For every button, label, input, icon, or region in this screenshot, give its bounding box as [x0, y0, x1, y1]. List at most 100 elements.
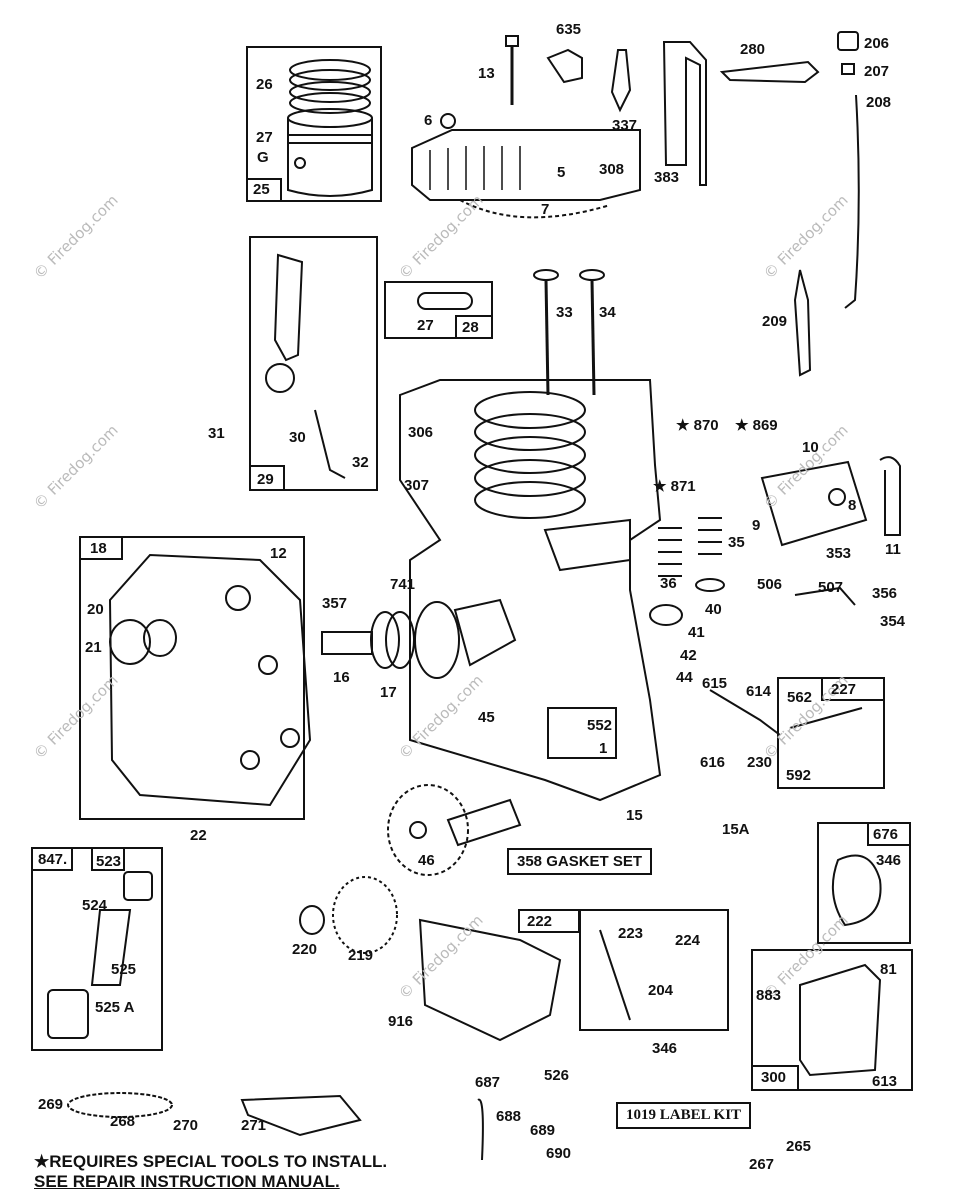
part-label-16: 16: [333, 669, 350, 686]
part-label-8: 8: [848, 497, 857, 514]
part-label-356: 356: [872, 585, 898, 602]
part-label-615: 615: [702, 675, 728, 692]
part-label-268: 268: [110, 1113, 136, 1130]
label-kit-label: 1019 LABEL KIT: [616, 1102, 752, 1129]
part-label-346a: 346: [876, 852, 902, 869]
wire-687: [477, 1098, 484, 1161]
gaskets: [67, 1092, 362, 1137]
part-label-223: 223: [618, 925, 644, 942]
part-label-21: 21: [85, 639, 102, 656]
part-label-300: 300: [761, 1069, 787, 1086]
piston-box-25: [246, 46, 382, 202]
valve-springs: [649, 517, 725, 626]
part-label-337: 337: [612, 117, 638, 134]
part-label-269: 269: [38, 1096, 64, 1113]
wrist-pin-box-28: [384, 281, 493, 339]
part-label-219: 219: [348, 947, 374, 964]
part-label-870: ★ 870: [676, 417, 719, 434]
part-label-9: 9: [752, 517, 761, 534]
part-label-26: 26: [256, 76, 273, 93]
part-label-208: 208: [866, 94, 892, 111]
part-label-42: 42: [680, 647, 697, 664]
spring-209: [793, 269, 812, 377]
part-label-15: 15: [626, 807, 643, 824]
part-label-883: 883: [756, 987, 782, 1004]
part-label-34: 34: [599, 304, 616, 321]
control-box-222: [418, 909, 729, 1042]
part-label-271: 271: [241, 1117, 267, 1134]
part-label-31: 31: [208, 425, 225, 442]
part-label-613: 613: [872, 1073, 898, 1090]
part-label-506: 506: [757, 576, 783, 593]
footnote-line-1: ★REQUIRES SPECIAL TOOLS TO INSTALL.: [34, 1152, 388, 1171]
cylinder-head: [411, 113, 641, 219]
crankshaft: [321, 598, 517, 679]
part-label-204: 204: [648, 982, 674, 999]
part-label-230: 230: [747, 754, 773, 771]
dipstick: [837, 31, 860, 309]
part-label-30: 30: [289, 429, 306, 446]
spark-plug-tool-383: [662, 41, 707, 186]
part-label-562: 562: [787, 689, 813, 706]
part-label-45: 45: [478, 709, 495, 726]
gasket-set-label: 358 GASKET SET: [507, 848, 653, 875]
part-label-46: 46: [418, 852, 435, 869]
part-label-29: 29: [257, 471, 274, 488]
part-label-227: 227: [831, 681, 857, 698]
part-label-207: 207: [864, 63, 890, 80]
part-label-12: 12: [270, 545, 287, 562]
part-label-265: 265: [786, 1138, 812, 1155]
part-label-871: ★ 871: [653, 478, 696, 495]
part-label-g1: G: [257, 149, 269, 166]
muffler-box-300: [751, 949, 913, 1091]
part-label-690: 690: [546, 1145, 572, 1162]
part-label-1: 1: [599, 740, 608, 757]
part-label-40: 40: [705, 601, 722, 618]
part-label-222: 222: [527, 913, 553, 930]
part-label-383: 383: [654, 169, 680, 186]
part-label-847: 847.: [38, 851, 68, 868]
part-label-209: 209: [762, 313, 788, 330]
part-label-220: 220: [292, 941, 318, 958]
part-label-916: 916: [388, 1013, 414, 1030]
cylinder-block: [399, 379, 662, 802]
part-label-552: 552: [587, 717, 613, 734]
part-label-41: 41: [688, 624, 705, 641]
part-label-525a: 525 A: [95, 999, 135, 1016]
head-bolt: [505, 35, 519, 105]
part-label-635: 635: [556, 21, 582, 38]
plug-337: [610, 49, 632, 113]
part-label-676: 676: [873, 826, 899, 843]
part-label-280: 280: [740, 41, 766, 58]
part-label-44: 44: [676, 669, 693, 686]
part-label-614: 614: [746, 683, 772, 700]
part-label-357: 357: [322, 595, 348, 612]
part-label-6: 6: [424, 112, 433, 129]
conn-rod-box-29: [249, 236, 378, 491]
part-label-354: 354: [880, 613, 906, 630]
part-label-27b: 27: [417, 317, 434, 334]
part-label-353: 353: [826, 545, 852, 562]
sump-box-18: [79, 536, 312, 820]
screw-353: [794, 586, 856, 606]
part-label-22: 22: [190, 827, 207, 844]
part-label-206: 206: [864, 35, 890, 52]
breather-635: [546, 48, 583, 84]
part-label-224: 224: [675, 932, 701, 949]
part-label-13: 13: [478, 65, 495, 82]
part-label-267: 267: [749, 1156, 775, 1173]
part-label-27a: 27: [256, 129, 273, 146]
part-label-592: 592: [786, 767, 812, 784]
part-label-25: 25: [253, 181, 270, 198]
part-label-526: 526: [544, 1067, 570, 1084]
part-label-307: 307: [404, 477, 430, 494]
part-label-687: 687: [475, 1074, 501, 1091]
guard-box-676: [817, 822, 911, 944]
baffle-280: [719, 60, 820, 84]
part-label-5: 5: [557, 164, 566, 181]
part-label-869: ★ 869: [735, 417, 778, 434]
footnote-line-2: SEE REPAIR INSTRUCTION MANUAL.: [34, 1172, 340, 1191]
part-label-28: 28: [462, 319, 479, 336]
